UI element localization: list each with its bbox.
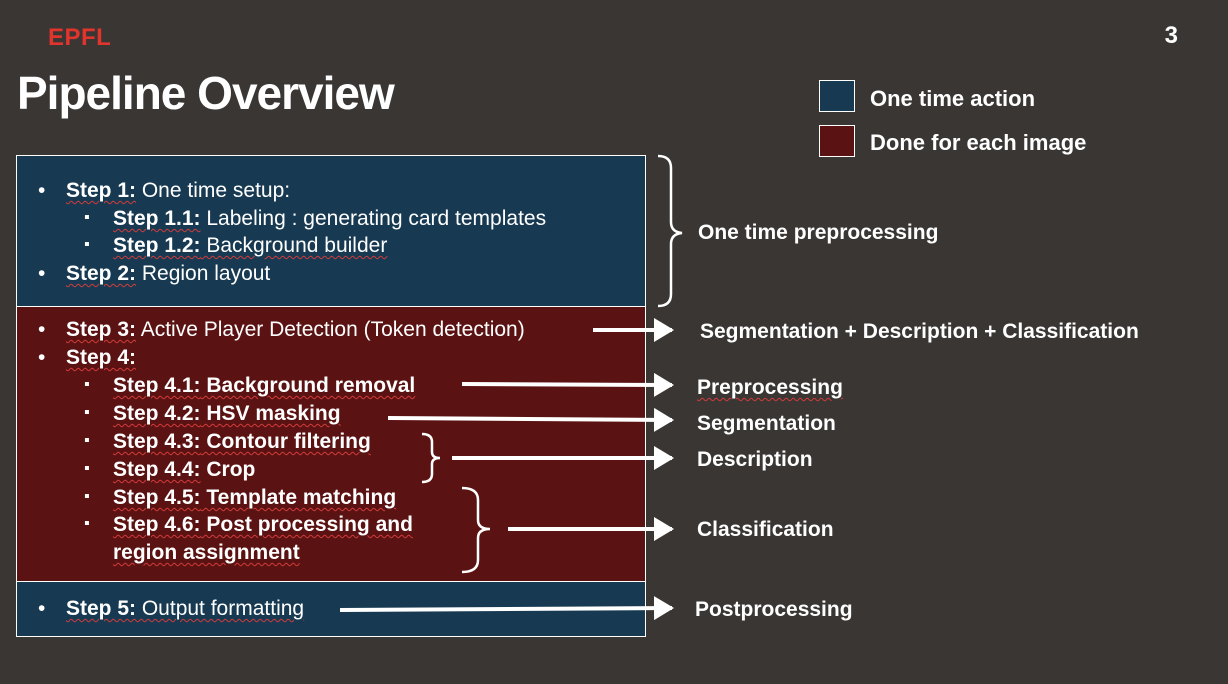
label-seg-desc-class: Segmentation + Description + Classificat… [700,320,1139,343]
label-description: Description [697,448,813,471]
label-one-time-preprocessing: One time preprocessing [698,221,938,245]
square-bullet: ▪ [84,488,90,505]
step-label: Step 4.2: [113,402,201,425]
step-4-4: ▪ Step 4.4: Crop [84,458,255,482]
step-label: Step 1.1: [113,207,201,230]
step-label: Step 3: [66,318,137,341]
square-bullet: ▪ [84,460,90,477]
label-postprocessing: Postprocessing [695,598,853,621]
legend-label-one-time: One time action [870,86,1036,111]
label-preprocessing: Preprocessing [697,376,843,399]
page-number: 3 [1164,22,1178,49]
step-1: • Step 1: One time setup: [38,179,290,203]
brace-classification [461,486,491,574]
step-1-1: ▪ Step 1.1: Labeling : generating card t… [84,207,546,231]
step-2: • Step 2: Region layout [38,262,270,286]
step-label: Step 4.6: [113,513,201,536]
arrow-step-5 [339,596,674,621]
step-label: Step 4.1: [113,374,201,397]
step-label: Step 4.4: [113,458,201,481]
step-text: Background builder [200,234,388,257]
round-bullet: • [38,346,46,369]
step-text: Region layout [136,262,271,285]
step-label: Step 4.3: [113,430,201,453]
step-text: Background removal [200,374,416,397]
step-text: Active Player Detection (Token detection… [136,318,525,341]
step-text: Template matching [200,486,397,509]
step-4-3: ▪ Step 4.3: Contour filtering [84,430,371,454]
legend-swatch-one-time [819,80,855,112]
step-label: Step 1.2: [113,234,201,257]
arrow-step-4-2 [387,407,674,432]
step-4-2: ▪ Step 4.2: HSV masking [84,402,341,426]
step-4-1: ▪ Step 4.1: Background removal [84,374,415,398]
round-bullet: • [38,318,46,341]
label-classification: Classification [697,518,834,541]
legend-swatch-each-image [819,125,855,157]
brace-description [421,432,441,484]
round-bullet: • [38,597,46,620]
step-1-2: ▪ Step 1.2: Background builder [84,234,387,258]
round-bullet: • [38,179,46,202]
square-bullet: ▪ [84,236,90,253]
step-text: One time setup: [136,179,291,202]
side-label-text: One time preprocessing [698,221,939,244]
step-label: Step 2: [66,262,137,285]
step-5: • Step 5: Output formatting [38,597,304,621]
legend-label-each-image: Done for each image [870,130,1087,155]
step-label: Step 5: [66,597,137,620]
square-bullet: ▪ [84,432,90,449]
step-text: Contour filtering [200,430,371,453]
step-label: Step 4: [66,346,137,369]
step-text: region assignment [113,541,300,564]
square-bullet: ▪ [84,376,90,393]
round-bullet: • [38,262,46,285]
step-text: Post processing and [200,513,413,536]
step-text: Crop [200,458,256,481]
logo-text: EPFL [48,24,112,51]
square-bullet: ▪ [84,209,90,226]
epfl-logo: EPFL [48,24,111,52]
step-text: Labeling : generating card templates [200,207,547,230]
square-bullet: ▪ [84,515,90,532]
slide-title: Pipeline Overview [17,67,395,119]
step-4: • Step 4: [38,346,136,370]
arrow-step-4-1 [461,372,674,397]
brace-one-time [657,154,683,308]
step-4-6-continued: region assignment [113,541,300,565]
square-bullet: ▪ [84,404,90,421]
step-label: Step 4.5: [113,486,201,509]
step-text: Output formatting [136,597,305,620]
step-4-5: ▪ Step 4.5: Template matching [84,486,396,510]
step-label: Step 1: [66,179,137,202]
label-segmentation: Segmentation [697,412,836,435]
step-3: • Step 3: Active Player Detection (Token… [38,318,525,342]
step-text: HSV masking [200,402,341,425]
step-4-6: ▪ Step 4.6: Post processing and [84,513,413,537]
